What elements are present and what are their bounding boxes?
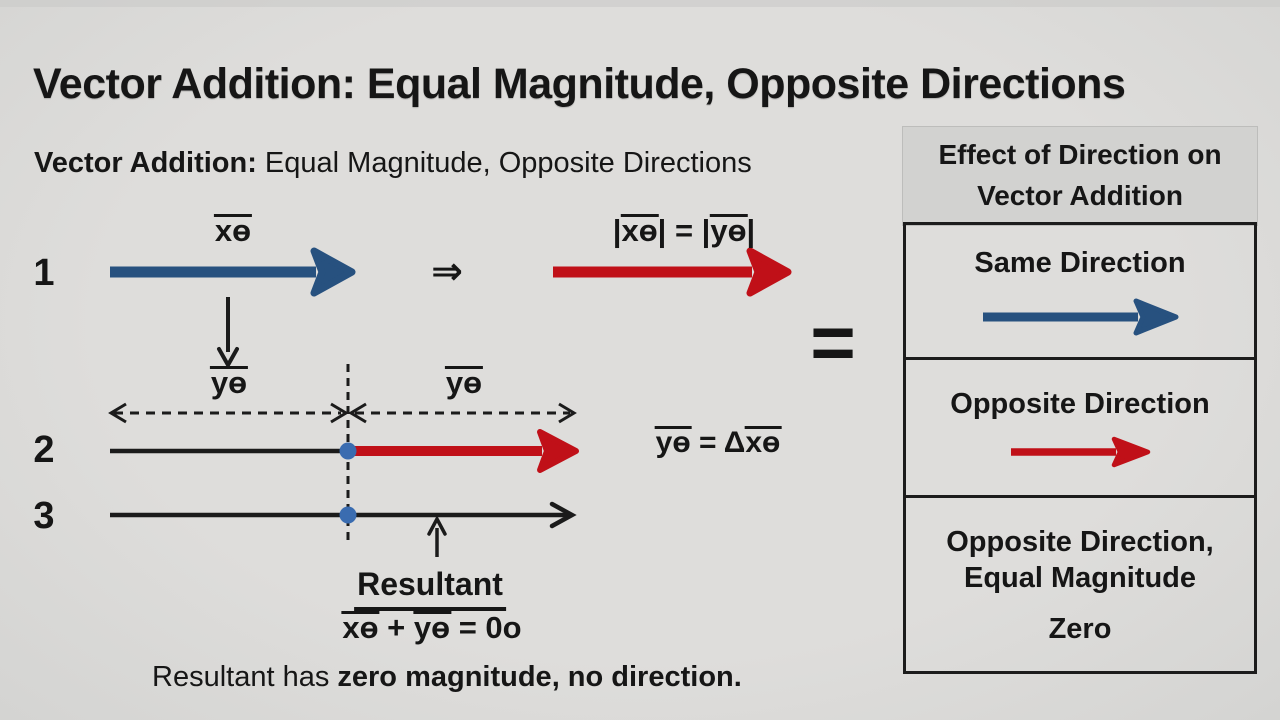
vector-x-blue-arrow — [110, 247, 356, 297]
caption: Resultant has zero magnitude, no directi… — [152, 661, 742, 693]
origin-dot-row2 — [339, 442, 357, 460]
magnitude-equation: |xɵ| = |yɵ| — [612, 213, 756, 248]
effect-row-same-direction: Same Direction — [903, 222, 1257, 360]
subtitle: Vector Addition: Equal Magnitude, Opposi… — [34, 147, 752, 180]
vector-y-label-left: yɵ — [209, 365, 249, 400]
effect-table: Effect of Direction on Vector Addition S… — [903, 127, 1257, 674]
effect-row-label: Opposite Direction, Equal Magnitude — [946, 526, 1214, 595]
step-number-1: 1 — [33, 252, 55, 294]
page-title: Vector Addition: Equal Magnitude, Opposi… — [33, 60, 1126, 108]
vector-y-red-arrow — [553, 247, 792, 297]
vector-x-label: xɵ — [213, 213, 253, 248]
implies-arrow-icon: ⇒ — [431, 251, 463, 293]
row3-resultant-line — [110, 501, 577, 529]
row2-red-arrow — [350, 429, 579, 473]
origin-dot-row3 — [339, 506, 357, 524]
resultant-equation: xɵ + yɵ = 0o — [341, 610, 522, 645]
resultant-heading: Resultant — [354, 566, 506, 611]
effect-row-opposite-direction: Opposite Direction — [903, 357, 1257, 498]
effect-row-opposite-equal-magnitude: Opposite Direction, Equal Magnitude Zero — [903, 495, 1257, 674]
dashed-measure-left-arrow — [108, 402, 349, 424]
effect-row-result: Zero — [1048, 612, 1112, 645]
red-right-arrow-icon — [1010, 437, 1150, 468]
effect-row-label: Opposite Direction — [950, 388, 1210, 420]
dashed-measure-right-arrow — [348, 402, 577, 424]
delta-equation: yɵ = Δxɵ — [654, 426, 782, 459]
step-number-3: 3 — [33, 495, 55, 537]
effect-table-header: Effect of Direction on Vector Addition — [903, 127, 1257, 225]
up-arrow-icon — [427, 515, 447, 557]
effect-row-label: Same Direction — [974, 247, 1186, 279]
subtitle-bold: Vector Addition: — [34, 147, 257, 179]
subtitle-rest: Equal Magnitude, Opposite Directions — [256, 147, 752, 179]
vector-y-label-right: yɵ — [444, 365, 484, 400]
top-edge-shade — [0, 0, 1280, 7]
step-number-2: 2 — [33, 429, 55, 471]
equals-symbol: = — [810, 298, 856, 386]
down-arrow-icon — [217, 297, 239, 370]
blue-right-arrow-icon — [983, 298, 1179, 336]
